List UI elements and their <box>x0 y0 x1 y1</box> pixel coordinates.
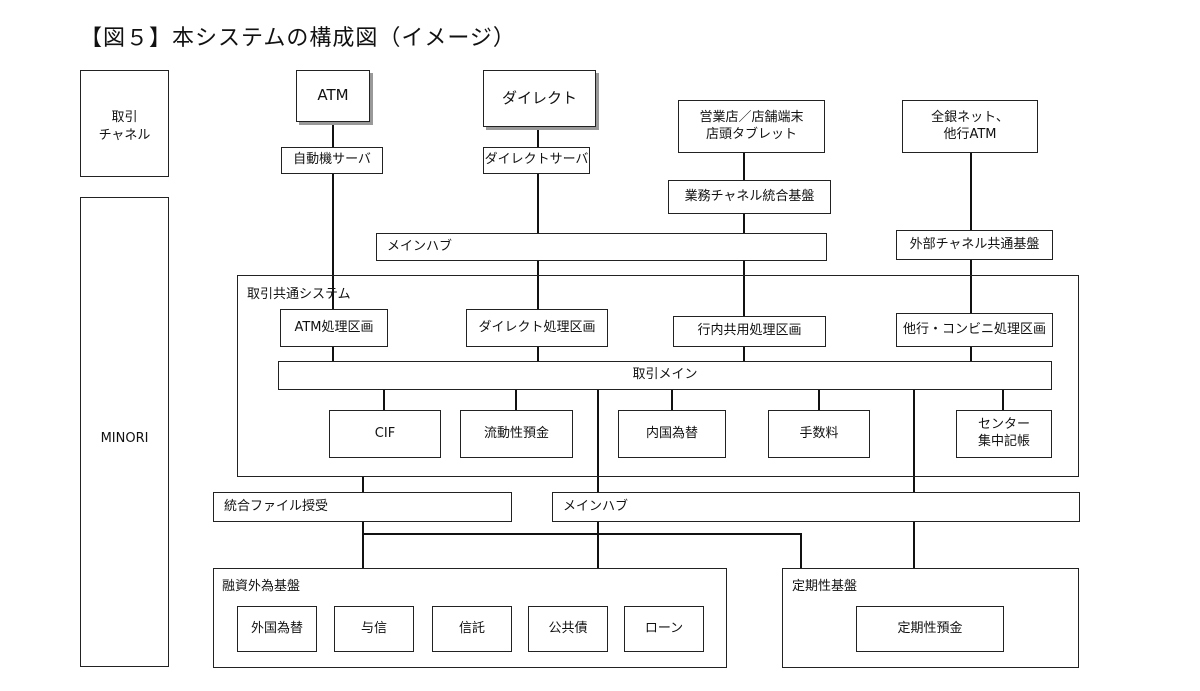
jidouki-server-node: 自動機サーバ <box>281 147 383 174</box>
ryudousei-yokin-node: 流動性預金 <box>460 410 573 458</box>
main-hub-top-node: メインハブ <box>376 233 827 261</box>
direct-shori-node: ダイレクト処理区画 <box>466 309 608 347</box>
channel-panel: 取引 チャネル <box>80 70 169 177</box>
minori-panel: MINORI <box>80 197 169 667</box>
shintaku-node: 信託 <box>432 606 512 652</box>
center-kichou-node: センター 集中記帳 <box>956 410 1052 458</box>
torihiki-common-system-group <box>237 275 1079 477</box>
connector-crossbar <box>362 533 802 535</box>
connector-naikoku <box>671 390 673 410</box>
main-hub-bottom-node: メインハブ <box>552 492 1080 522</box>
koukyousai-node: 公共債 <box>528 606 608 652</box>
tesuuryou-node: 手数料 <box>768 410 870 458</box>
teikisei-kiban-group <box>782 568 1079 668</box>
teikisei-kiban-label: 定期性基盤 <box>792 579 858 594</box>
connector-ryudousei <box>515 390 517 410</box>
gaibu-channel-kiban-node: 外部チャネル共通基盤 <box>896 230 1053 260</box>
yoshin-node: 与信 <box>334 606 414 652</box>
atm-shori-node: ATM処理区画 <box>280 309 388 347</box>
direct-node: ダイレクト <box>483 70 596 127</box>
connector-hub-teiki <box>913 522 915 569</box>
connector-hub-down <box>597 522 599 569</box>
atm-node: ATM <box>296 70 370 122</box>
page-title: 【図５】本システムの構成図（イメージ） <box>80 26 516 51</box>
connector-main-hub1 <box>597 390 599 492</box>
tougou-file-node: 統合ファイル授受 <box>213 492 512 522</box>
eigyouten-node: 営業店／店舗端末 店頭タブレット <box>678 100 825 153</box>
connector-tesuuryou <box>818 390 820 410</box>
torihiki-common-system-label: 取引共通システム <box>247 287 351 302</box>
connector-center <box>1002 390 1004 410</box>
teikisei-yokin-node: 定期性預金 <box>856 606 1004 652</box>
connector-main-hub2 <box>913 390 915 492</box>
connector-file-down <box>362 522 364 569</box>
yushi-gaitame-kiban-label: 融資外為基盤 <box>222 579 301 594</box>
loan-node: ローン <box>624 606 704 652</box>
gyoumu-channel-kiban-node: 業務チャネル統合基盤 <box>668 180 831 214</box>
connector-teiki-drop <box>800 533 802 569</box>
naikoku-kawase-node: 内国為替 <box>618 410 726 458</box>
cif-node: CIF <box>329 410 441 458</box>
torihiki-main-node: 取引メイン <box>278 361 1052 390</box>
connector-cif <box>383 390 385 410</box>
gaikoku-kawase-node: 外国為替 <box>237 606 317 652</box>
yushi-gaitame-kiban-group <box>213 568 727 668</box>
zengin-node: 全銀ネット、 他行ATM <box>902 100 1038 153</box>
connector-main-file <box>362 476 364 492</box>
kounai-shori-node: 行内共用処理区画 <box>673 316 826 347</box>
takou-shori-node: 他行・コンビニ処理区画 <box>896 313 1053 347</box>
connector-atm <box>332 121 334 361</box>
direct-server-node: ダイレクトサーバ <box>483 147 590 174</box>
